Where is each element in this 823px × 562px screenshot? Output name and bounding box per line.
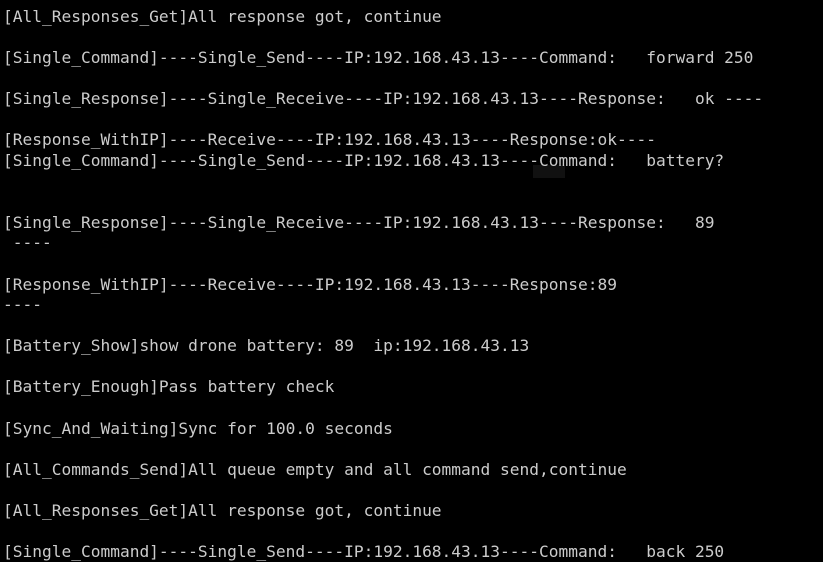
log-line: [Single_Command]----Single_Send----IP:19… [3,48,754,67]
log-line: [All_Responses_Get]All response got, con… [3,501,442,520]
log-line: [Sync_And_Waiting]Sync for 100.0 seconds [3,419,393,438]
log-line: ---- [3,233,52,252]
log-line: [Response_WithIP]----Receive----IP:192.1… [3,130,656,149]
log-line: [Battery_Show]show drone battery: 89 ip:… [3,336,530,355]
log-line: [Response_WithIP]----Receive----IP:192.1… [3,275,617,294]
log-line: [Single_Command]----Single_Send----IP:19… [3,151,725,170]
log-line: [All_Responses_Get]All response got, con… [3,7,442,26]
log-line: [Single_Response]----Single_Receive----I… [3,213,715,232]
log-line: [Single_Command]----Single_Send----IP:19… [3,542,725,561]
log-line: [Battery_Enough]Pass battery check [3,377,335,396]
text-selection-artifact [533,165,565,178]
log-line: [Single_Response]----Single_Receive----I… [3,89,764,108]
log-line: [All_Commands_Send]All queue empty and a… [3,460,627,479]
log-line: ---- [3,295,42,314]
